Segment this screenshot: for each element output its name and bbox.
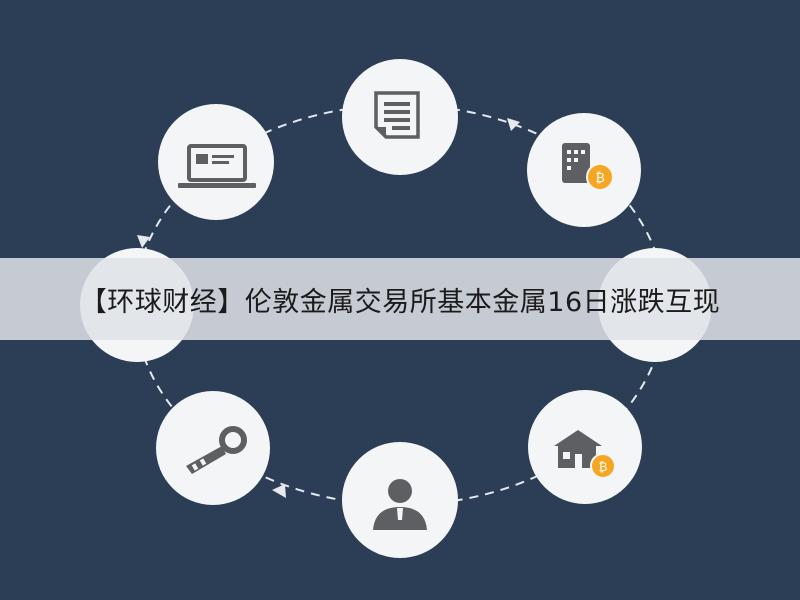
arrow-head-bottom-left: [272, 484, 286, 498]
phone-bitcoin-icon: ₿: [562, 143, 614, 191]
arrow-head-left: [137, 235, 150, 248]
node-laptop: [158, 104, 274, 220]
document-icon: [374, 91, 420, 139]
person-icon: [373, 479, 427, 530]
node-key: [156, 391, 270, 505]
node-house-coin: ₿: [528, 390, 642, 504]
arrow-head-top-right: [507, 118, 520, 131]
coin-symbol: ₿: [599, 460, 608, 474]
laptop-icon: [178, 144, 256, 188]
node-document: [342, 59, 458, 175]
house-bitcoin-icon: ₿: [554, 430, 616, 479]
headline-text: 【环球财经】伦敦金属交易所基本金属16日涨跌互现: [79, 286, 721, 318]
key-icon: [186, 426, 247, 474]
coin-symbol: ₿: [595, 171, 605, 186]
node-phone-coin: ₿: [527, 113, 641, 227]
headline-banner: 【环球财经】伦敦金属交易所基本金属16日涨跌互现: [0, 258, 800, 340]
node-person: [342, 442, 458, 558]
